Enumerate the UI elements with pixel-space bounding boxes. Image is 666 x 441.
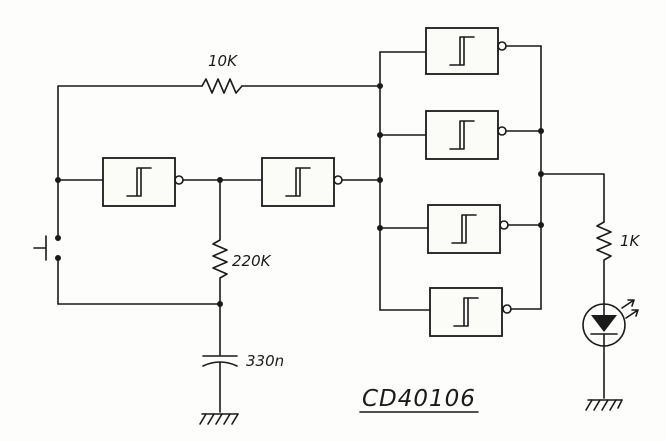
push-button xyxy=(33,179,59,305)
feedback-wire xyxy=(57,78,381,181)
resistor-1k xyxy=(596,221,612,305)
led-icon xyxy=(582,299,639,347)
resistor-220k xyxy=(212,179,228,305)
ground-icon xyxy=(199,413,239,425)
gate-5 xyxy=(427,204,509,254)
capacitor-330n xyxy=(202,303,238,413)
gate-1 xyxy=(102,157,184,207)
gate-4 xyxy=(425,110,507,160)
gate-6 xyxy=(429,287,512,337)
label-1k: 1K xyxy=(620,232,641,250)
gate-3 xyxy=(425,27,507,75)
gate-2 xyxy=(261,157,343,207)
resistor-10k xyxy=(201,78,243,94)
label-10k: 10K xyxy=(208,52,238,70)
ground-icon-2 xyxy=(585,399,623,411)
chip-label: CD40106 xyxy=(362,386,476,412)
label-220k: 220K xyxy=(232,252,272,270)
label-330n: 330n xyxy=(246,352,284,370)
